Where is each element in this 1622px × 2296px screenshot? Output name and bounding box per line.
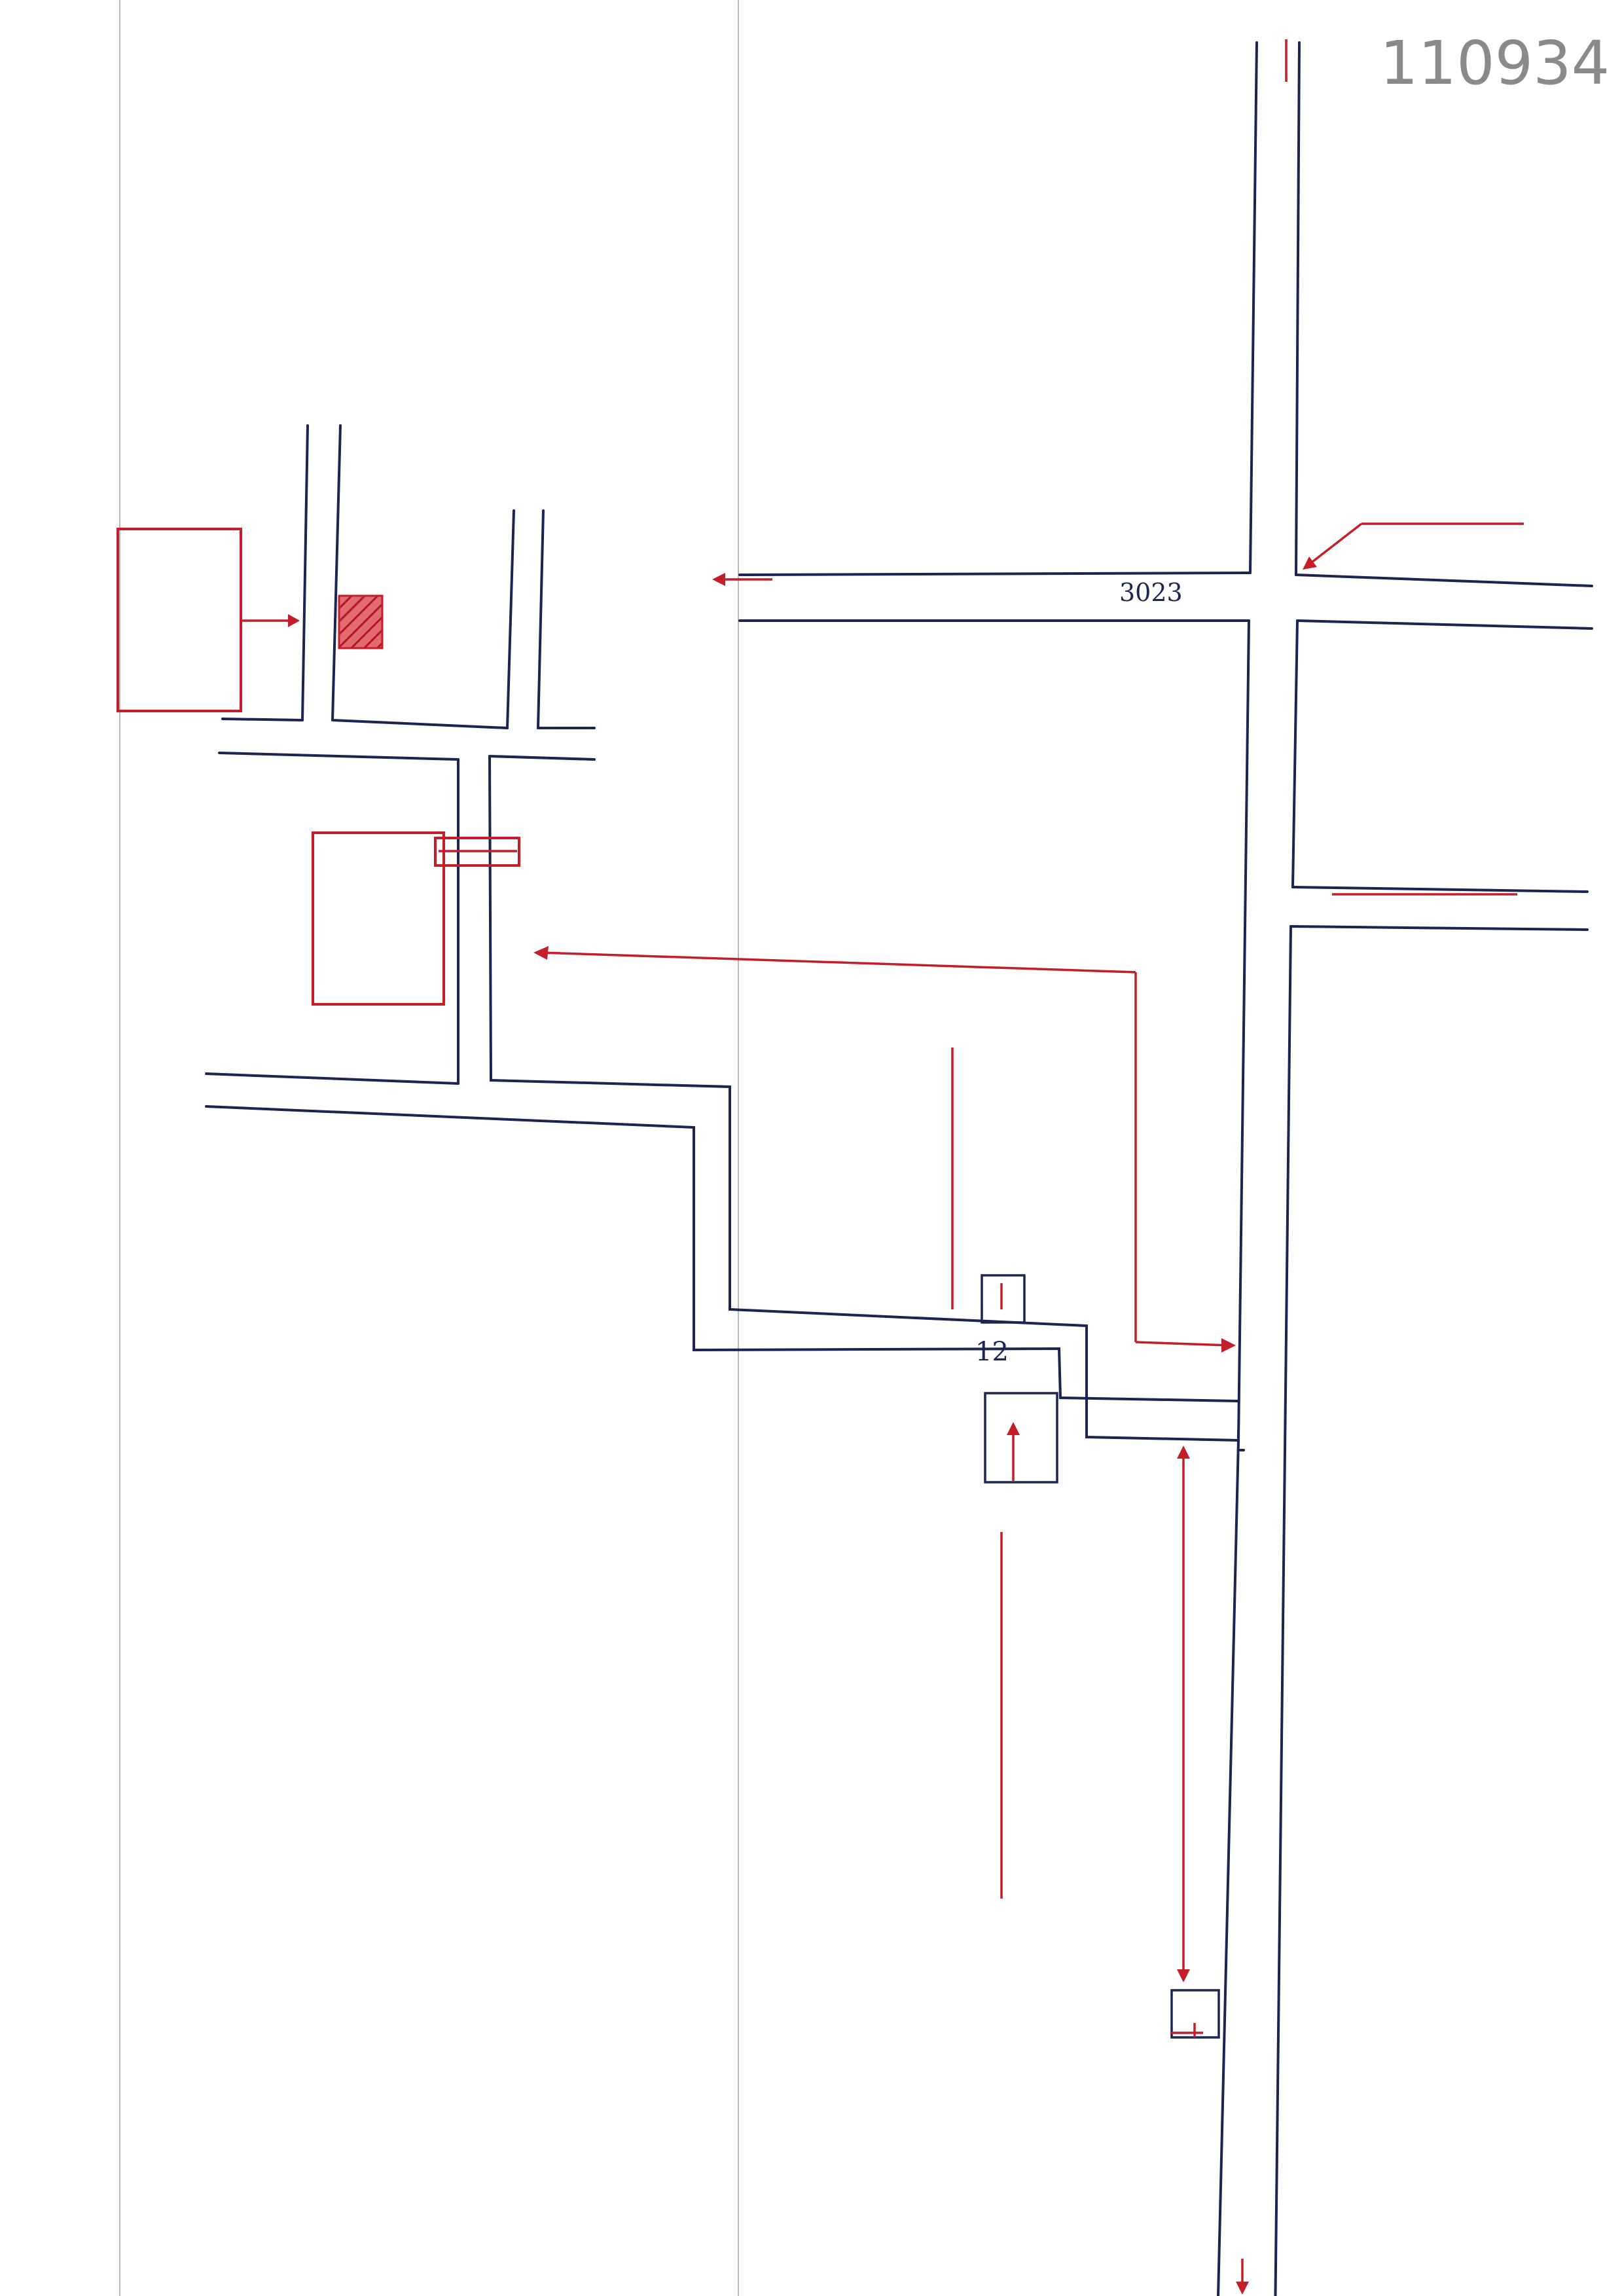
side-soi-right — [1289, 886, 1589, 931]
main-road — [1217, 41, 1301, 2296]
cross-road-3023 — [738, 572, 1593, 630]
health-center-box — [984, 1392, 1058, 1484]
site-access-roads — [221, 424, 596, 729]
site-label-box — [117, 528, 242, 712]
project-site-marker — [338, 594, 384, 649]
document-stamp-number: 110934 — [1380, 28, 1610, 98]
annotation-arrows — [533, 39, 1524, 2295]
village-label-box — [312, 831, 445, 1006]
checkpoint-box — [434, 837, 520, 867]
soi-12-road — [205, 752, 1240, 1442]
road-number-label: 3023 — [1119, 578, 1183, 607]
soi-number-label: 12 — [975, 1337, 1009, 1367]
school-building-box — [981, 1274, 1026, 1324]
